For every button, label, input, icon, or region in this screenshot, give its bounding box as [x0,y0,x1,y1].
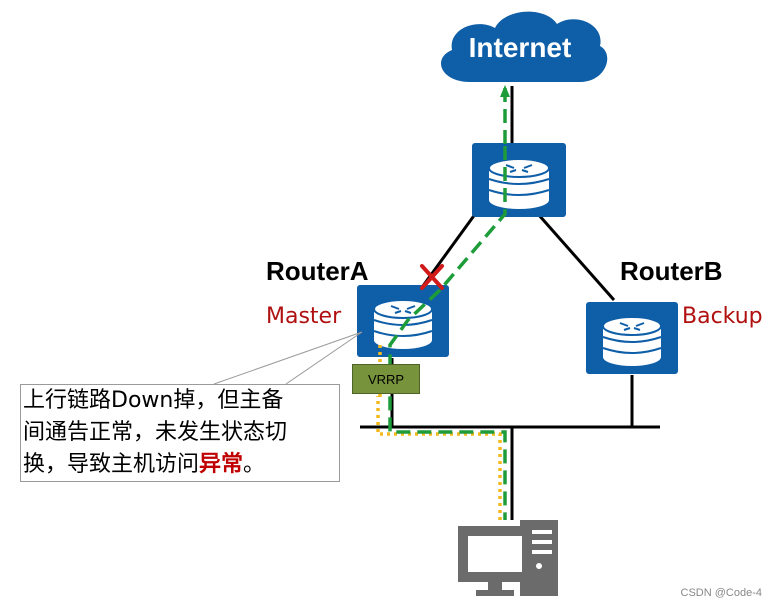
vrrp-box: VRRP [352,364,420,394]
vrrp-label: VRRP [367,371,405,387]
callout-line-1: 上行链路Down掉，但主备 [23,388,284,413]
link-failure-icon [420,264,444,290]
callout-line-2: 间通告正常，未发生状态切 [23,420,288,445]
router-a-role: Master [266,304,342,329]
internet-cloud: Internet [440,11,608,82]
core-router [472,143,566,217]
router-b-name: RouterB [620,256,723,286]
router-b-icon [586,302,678,374]
router-a-name: RouterA [266,256,369,286]
callout-line-3-suffix: 。 [243,452,266,477]
link-core-routerb [536,213,616,301]
callout-pointer [213,331,363,385]
path-arrowhead-up [500,85,510,97]
traffic-path-green [388,88,507,520]
internet-label: Internet [469,32,572,63]
watermark: CSDN @Code-4 [680,587,762,599]
callout-note: 上行链路Down掉，但主备 间通告正常，未发生状态切 换，导致主机访问异常。 [20,384,340,482]
callout-line-3-prefix: 换，导致主机访问 [23,452,200,477]
router-b-role: Backup [682,304,763,329]
host-pc-icon [458,520,558,596]
callout-line-3: 换，导致主机访问异常。 [23,449,339,481]
callout-highlight: 异常 [199,452,244,477]
